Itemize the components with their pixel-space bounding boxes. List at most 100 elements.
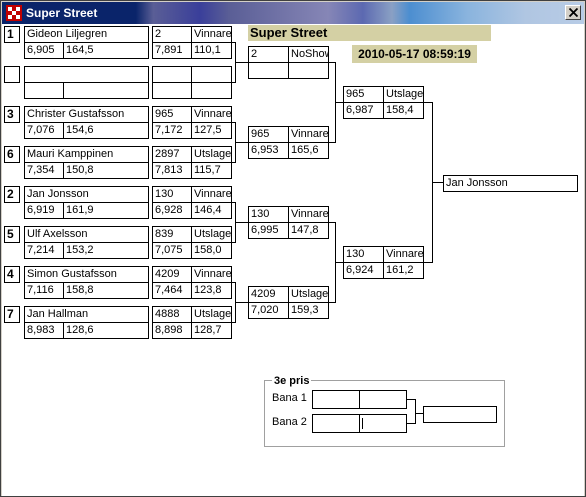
driver-name-field[interactable]: Ulf Axelsson	[24, 226, 149, 243]
third-lane1-field-b[interactable]	[359, 390, 407, 409]
r1-result-lane[interactable]: 130	[152, 186, 192, 203]
bracket-connector	[232, 162, 236, 163]
r2-result-mph[interactable]: 147,8	[288, 222, 329, 239]
driver-rt-field[interactable]: 7,076	[24, 122, 64, 139]
driver-speed-field[interactable]: 128,6	[63, 322, 149, 339]
r1-result-mph[interactable]: 123,8	[191, 282, 232, 299]
r1-result-lane[interactable]	[152, 66, 192, 83]
r1-result-et[interactable]	[152, 82, 192, 99]
r2-result-result[interactable]: Utslagen	[288, 286, 329, 303]
r1-result-result[interactable]: Utslagen	[191, 146, 232, 163]
r1-result-lane[interactable]: 2897	[152, 146, 192, 163]
r1-result-result[interactable]: Vinnare	[191, 186, 232, 203]
driver-name-field[interactable]: Jan Jonsson	[24, 186, 149, 203]
bracket-connector	[335, 102, 344, 103]
r1-result-lane[interactable]: 965	[152, 106, 192, 123]
connector	[407, 423, 416, 424]
driver-name-field[interactable]: Jan Hallman	[24, 306, 149, 323]
r2-result-lane[interactable]: 965	[248, 126, 289, 143]
r1-result-mph[interactable]: 146,4	[191, 202, 232, 219]
dragster-app-icon[interactable]	[6, 5, 22, 21]
driver-speed-field[interactable]: 158,8	[63, 282, 149, 299]
close-button[interactable]	[565, 5, 581, 20]
r1-result-mph[interactable]: 158,0	[191, 242, 232, 259]
driver-name-field[interactable]	[24, 66, 149, 83]
driver-rt-field[interactable]: 7,354	[24, 162, 64, 179]
driver-rt-field[interactable]: 6,905	[24, 42, 64, 59]
third-lane2-field-b[interactable]	[359, 414, 407, 433]
r3-result-result[interactable]: Vinnare	[383, 246, 424, 263]
r1-result-lane[interactable]: 4888	[152, 306, 192, 323]
r2-result-mph[interactable]	[288, 62, 329, 79]
r3-result-et[interactable]: 6,987	[343, 102, 384, 119]
r2-result-et[interactable]	[248, 62, 289, 79]
connector	[415, 399, 416, 424]
r1-result-result[interactable]: Vinnare	[191, 106, 232, 123]
r1-result-result[interactable]: Vinnare	[191, 26, 232, 43]
r1-result-lane[interactable]: 2	[152, 26, 192, 43]
r2-result-result[interactable]: Vinnare	[288, 126, 329, 143]
driver-speed-field[interactable]	[63, 82, 149, 99]
r1-result-lane[interactable]: 4209	[152, 266, 192, 283]
third-place-winner[interactable]	[423, 406, 497, 423]
r2-result-mph[interactable]: 165,6	[288, 142, 329, 159]
r1-result-mph[interactable]	[191, 82, 232, 99]
r1-result-et[interactable]: 7,891	[152, 42, 192, 59]
r2-result-mph[interactable]: 159,3	[288, 302, 329, 319]
r2-result-et[interactable]: 6,953	[248, 142, 289, 159]
r1-result-mph[interactable]: 110,1	[191, 42, 232, 59]
title-bar[interactable]: Super Street	[2, 2, 584, 24]
r1-result-mph[interactable]: 127,5	[191, 122, 232, 139]
r1-result-mph[interactable]: 115,7	[191, 162, 232, 179]
r1-result-lane[interactable]: 839	[152, 226, 192, 243]
driver-speed-field[interactable]: 150,8	[63, 162, 149, 179]
third-lane1-field-a[interactable]	[312, 390, 360, 409]
driver-rt-field[interactable]	[24, 82, 64, 99]
bracket-connector	[432, 182, 443, 183]
r3-result-mph[interactable]: 161,2	[383, 262, 424, 279]
driver-name-field[interactable]: Gideon Liljegren	[24, 26, 149, 43]
r1-result-result[interactable]: Utslagen	[191, 226, 232, 243]
driver-rt-field[interactable]: 7,214	[24, 242, 64, 259]
r2-result-et[interactable]: 7,020	[248, 302, 289, 319]
driver-rt-field[interactable]: 6,919	[24, 202, 64, 219]
r2-result-lane[interactable]: 130	[248, 206, 289, 223]
r2-result-result[interactable]: NoShow	[288, 46, 329, 63]
driver-name-field[interactable]: Mauri Kamppinen	[24, 146, 149, 163]
r1-result-result[interactable]: Vinnare	[191, 266, 232, 283]
driver-rt-field[interactable]: 7,116	[24, 282, 64, 299]
r1-result-et[interactable]: 6,928	[152, 202, 192, 219]
lane-2-label: Bana 2	[272, 416, 307, 428]
bracket-connector	[235, 302, 248, 303]
driver-speed-field[interactable]: 161,9	[63, 202, 149, 219]
bracket-connector	[328, 302, 336, 303]
r1-result-result[interactable]	[191, 66, 232, 83]
r1-result-et[interactable]: 7,813	[152, 162, 192, 179]
bracket-connector	[328, 142, 336, 143]
r3-result-et[interactable]: 6,924	[343, 262, 384, 279]
final-winner-field[interactable]: Jan Jonsson	[443, 175, 578, 192]
r3-result-mph[interactable]: 158,4	[383, 102, 424, 119]
r1-result-et[interactable]: 7,075	[152, 242, 192, 259]
driver-name-field[interactable]: Christer Gustafsson	[24, 106, 149, 123]
driver-speed-field[interactable]: 154,6	[63, 122, 149, 139]
r3-result-lane[interactable]: 965	[343, 86, 384, 103]
seed-number: 5	[4, 226, 20, 243]
driver-name-field[interactable]: Simon Gustafsson	[24, 266, 149, 283]
r1-result-mph[interactable]: 128,7	[191, 322, 232, 339]
r1-result-et[interactable]: 7,464	[152, 282, 192, 299]
r1-result-et[interactable]: 8,898	[152, 322, 192, 339]
driver-rt-field[interactable]: 8,983	[24, 322, 64, 339]
r2-result-et[interactable]: 6,995	[248, 222, 289, 239]
r1-result-et[interactable]: 7,172	[152, 122, 192, 139]
driver-speed-field[interactable]: 164,5	[63, 42, 149, 59]
r2-result-result[interactable]: Vinnare	[288, 206, 329, 223]
r2-result-lane[interactable]: 4209	[248, 286, 289, 303]
third-lane2-field-a[interactable]	[312, 414, 360, 433]
driver-speed-field[interactable]: 153,2	[63, 242, 149, 259]
text-cursor	[362, 418, 363, 429]
r1-result-result[interactable]: Utslagen	[191, 306, 232, 323]
r3-result-lane[interactable]: 130	[343, 246, 384, 263]
r3-result-result[interactable]: Utslagen	[383, 86, 424, 103]
r2-result-lane[interactable]: 2	[248, 46, 289, 63]
